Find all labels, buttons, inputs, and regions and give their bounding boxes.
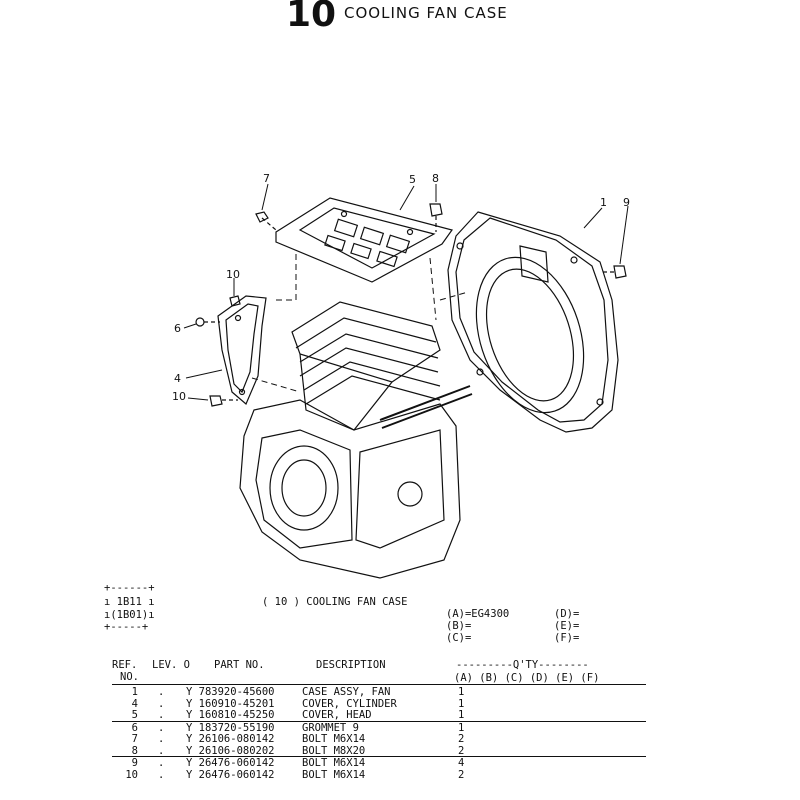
- part-number-cell: Y 183720-55190: [186, 721, 275, 734]
- part-number-cell: Y 160910-45201: [186, 697, 275, 710]
- col-header-ref: REF.: [112, 659, 138, 671]
- quantity-cell: 2: [458, 768, 465, 781]
- part-number-cell: Y 26106-080142: [186, 733, 275, 745]
- quantity-cell: 1: [458, 686, 465, 698]
- section-number: 10: [286, 0, 337, 35]
- table-row: 5. Y 160810-45250 COVER, HEAD 1: [112, 709, 646, 722]
- quantity-cell: 2: [458, 733, 465, 745]
- part-number-cell: Y 160810-45250: [186, 709, 275, 721]
- level-cell: .: [158, 733, 165, 745]
- quantity-cell: 1: [458, 709, 465, 721]
- level-cell: .: [158, 686, 165, 698]
- bolt-7: [255, 211, 277, 231]
- level-cell: .: [158, 757, 165, 769]
- quantity-cell: 4: [458, 757, 465, 769]
- callout-5: 5: [409, 173, 416, 186]
- model-box-top: +------+: [104, 582, 155, 594]
- model-a: (A)=EG4300: [446, 608, 510, 620]
- callout-8: 8: [432, 172, 439, 185]
- table-row: 4. Y 160910-45201 COVER, CYLINDER 1: [112, 698, 646, 710]
- ref-cell: 1: [131, 686, 138, 698]
- part-number-cell: Y 26476-060142: [186, 757, 275, 769]
- description-cell: BOLT M8X20: [302, 744, 366, 757]
- quantity-cell: 1: [458, 697, 465, 710]
- model-d: (D)=: [554, 608, 580, 620]
- col-header-models: (A) (B) (C) (D) (E) (F): [454, 672, 600, 684]
- table-row: 6. Y 183720-55190 GROMMET 9 1: [112, 722, 646, 734]
- model-b: (B)=: [446, 620, 472, 632]
- ref-cell: 5: [131, 709, 138, 721]
- header-rule: [112, 684, 646, 685]
- description-cell: COVER, HEAD: [302, 709, 372, 721]
- model-box-line1: ı 1B11 ı: [104, 596, 155, 608]
- model-c: (C)=: [446, 632, 472, 644]
- model-e: (E)=: [554, 620, 580, 632]
- quantity-cell: 1: [458, 721, 465, 734]
- description-cell: COVER, CYLINDER: [302, 697, 397, 710]
- level-cell: .: [158, 768, 165, 781]
- fan-case-part: [447, 211, 619, 433]
- head-cover-part: [275, 197, 453, 283]
- ref-cell: 10: [125, 768, 138, 781]
- callout-10-upper: 10: [226, 268, 240, 281]
- ref-cell: 9: [131, 757, 138, 769]
- level-cell: .: [158, 721, 165, 734]
- bolt-10-upper: [229, 295, 241, 307]
- ref-cell: 6: [131, 721, 138, 734]
- callout-10-lower: 10: [172, 390, 186, 403]
- description-cell: GROMMET 9: [302, 721, 359, 734]
- ref-cell: 8: [131, 744, 138, 757]
- callout-6: 6: [174, 322, 181, 335]
- bolt-10-lower: [209, 395, 238, 407]
- grommet-6: [195, 317, 220, 327]
- col-header-desc: DESCRIPTION: [316, 659, 386, 671]
- description-cell: BOLT M6X14: [302, 757, 366, 769]
- callout-4: 4: [174, 372, 181, 385]
- model-box-bottom: +-----+: [104, 621, 149, 633]
- section-title: ( 10 ) COOLING FAN CASE: [262, 596, 408, 608]
- callout-9: 9: [623, 196, 630, 209]
- page-title: COOLING FAN CASE: [344, 4, 508, 22]
- model-f: (F)=: [554, 632, 580, 644]
- leader-lines: [183, 183, 629, 401]
- description-cell: BOLT M6X14: [302, 768, 366, 781]
- col-header-lev: LEV. O: [152, 659, 190, 671]
- table-row: 8. Y 26106-080202 BOLT M8X20 2: [112, 744, 646, 757]
- page-header: 10 COOLING FAN CASE: [0, 0, 800, 40]
- callout-7: 7: [263, 172, 270, 185]
- ref-cell: 7: [131, 733, 138, 745]
- level-cell: .: [158, 709, 165, 721]
- model-box-line2: ı(1B01)ı: [104, 609, 155, 621]
- engine-block: [239, 301, 473, 579]
- level-cell: .: [158, 744, 165, 757]
- bolt-8: [429, 203, 443, 232]
- table-row: 7. Y 26106-080142 BOLT M6X14 2: [112, 733, 646, 745]
- table-row: 9. Y 26476-060142 BOLT M6X14 4: [112, 757, 646, 769]
- quantity-cell: 2: [458, 744, 465, 757]
- part-number-cell: Y 26106-080202: [186, 744, 275, 757]
- callout-1: 1: [600, 196, 607, 209]
- part-number-cell: Y 783920-45600: [186, 686, 275, 698]
- exploded-view-drawing: 7 5 8 1 9 10 6 4 10: [172, 172, 630, 579]
- description-cell: CASE ASSY, FAN: [302, 686, 391, 698]
- ref-cell: 4: [131, 697, 138, 710]
- description-cell: BOLT M6X14: [302, 733, 366, 745]
- table-row: 10. Y 26476-060142 BOLT M6X14 2: [112, 769, 646, 781]
- col-header-qty: ---------Q'TY--------: [456, 659, 589, 671]
- bolt-9: [600, 265, 627, 279]
- level-cell: .: [158, 697, 165, 710]
- table-row: 1. Y 783920-45600 CASE ASSY, FAN 1: [112, 686, 646, 698]
- col-header-no: NO.: [120, 671, 139, 683]
- part-number-cell: Y 26476-060142: [186, 768, 275, 781]
- col-header-part: PART NO.: [214, 659, 265, 671]
- cylinder-cover-part: [217, 295, 267, 405]
